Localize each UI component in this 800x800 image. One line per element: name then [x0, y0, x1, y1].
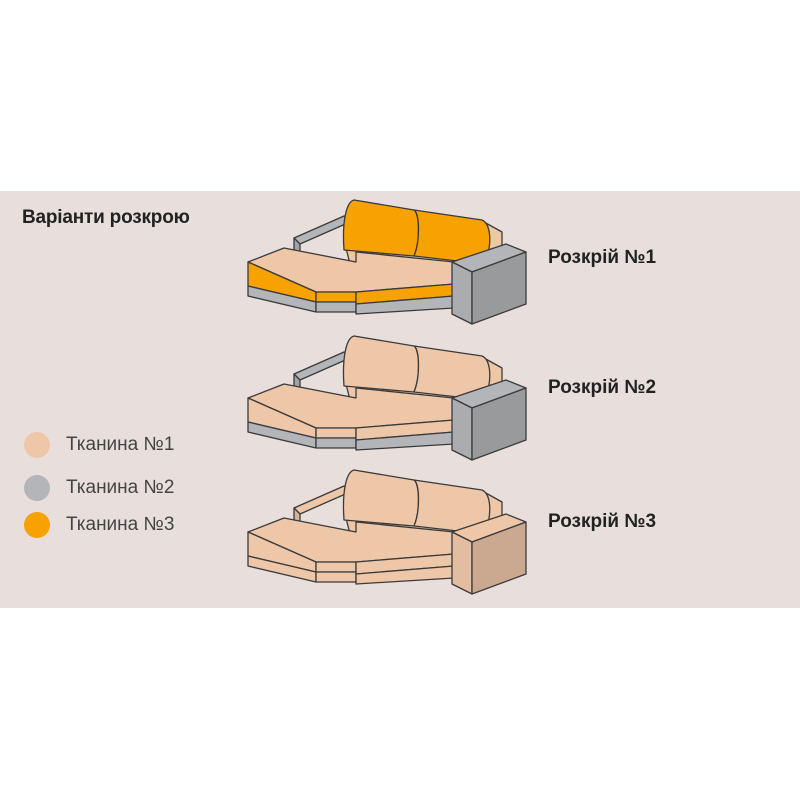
legend-item-fabric-2: Тканина №2	[24, 473, 174, 503]
legend-swatch-fabric-1	[24, 432, 50, 458]
left-arm-top	[293, 351, 351, 381]
right-arm-front	[451, 261, 473, 325]
sofa-illustration-2	[247, 335, 527, 461]
legend-item-fabric-3: Тканина №3	[24, 510, 174, 540]
sofa-illustration-1	[247, 199, 527, 325]
right-arm-side	[471, 251, 527, 325]
legend-swatch-fabric-2	[24, 475, 50, 501]
corner-base	[315, 301, 357, 313]
legend-label-fabric-2: Тканина №2	[66, 477, 175, 498]
sofa-illustration-3	[247, 469, 527, 595]
corner-band	[315, 291, 357, 303]
legend-label-fabric-1: Тканина №1	[66, 434, 175, 455]
variant-label-3: Розкрій №3	[548, 511, 657, 532]
corner-base	[315, 571, 357, 583]
corner-band	[315, 427, 357, 439]
page-title: Варіанти розкрою	[22, 207, 190, 228]
right-arm-front	[451, 531, 473, 595]
back-cushion-left	[342, 335, 420, 393]
legend-label-fabric-3: Тканина №3	[66, 514, 175, 535]
left-arm-top	[293, 215, 351, 245]
left-arm-top	[293, 485, 351, 515]
right-arm-side	[471, 521, 527, 595]
corner-base	[315, 437, 357, 449]
right-arm-side	[471, 387, 527, 461]
right-arm-front	[451, 397, 473, 461]
variant-label-2: Розкрій №2	[548, 377, 657, 398]
legend-item-fabric-1: Тканина №1	[24, 430, 174, 460]
back-cushion-left	[342, 199, 420, 257]
back-cushion-left	[342, 469, 420, 527]
legend-swatch-fabric-3	[24, 512, 50, 538]
variant-label-1: Розкрій №1	[548, 247, 657, 268]
corner-band	[315, 561, 357, 573]
